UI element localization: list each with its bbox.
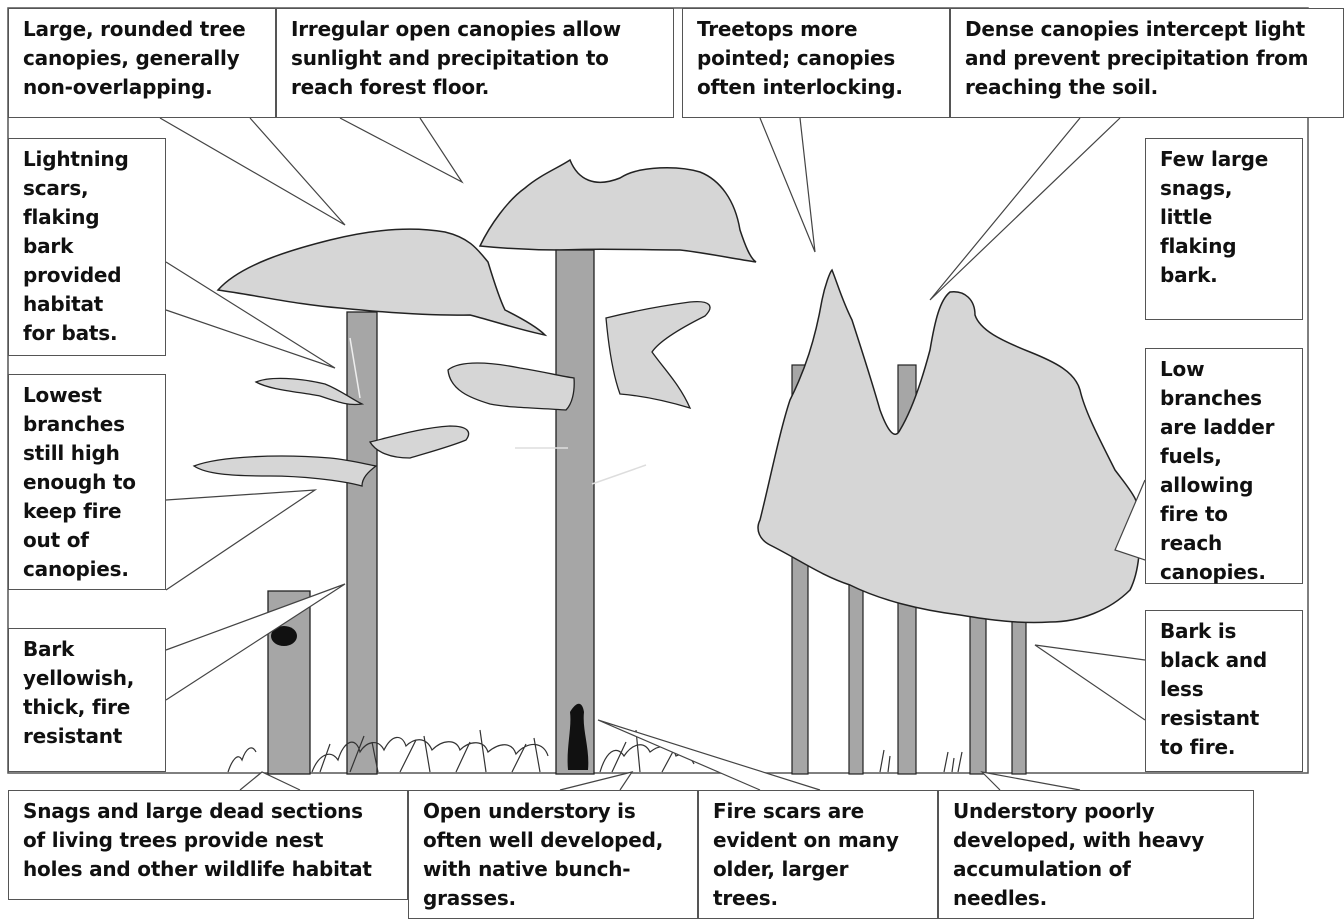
callout-pointers bbox=[159, 117, 1146, 791]
pointer-bottom-2 bbox=[559, 771, 634, 791]
trunk-middle-tree bbox=[555, 249, 595, 775]
label-dense-canopies: Dense canopies intercept light and preve… bbox=[950, 8, 1344, 118]
pointer-bottom-3 bbox=[597, 719, 821, 791]
label-irregular-open-canopies: Irregular open canopies allow sunlight a… bbox=[276, 8, 674, 118]
label-bark-yellowish: Bark yellowish, thick, fire resistant bbox=[8, 628, 166, 772]
lightning-scar bbox=[349, 337, 361, 399]
label-bark-black: Bark is black and less resistant to fire… bbox=[1145, 610, 1303, 772]
branch-left-1 bbox=[254, 377, 365, 406]
scar-line-2 bbox=[591, 464, 647, 485]
sparse-grass bbox=[879, 749, 963, 773]
label-lightning-scars: Lightning scars, flaking bark provided h… bbox=[8, 138, 166, 356]
canopy-dense bbox=[757, 268, 1141, 624]
label-lowest-branches: Lowest branches still high enough to kee… bbox=[8, 374, 166, 590]
label-pointed-treetops: Treetops more pointed; canopies often in… bbox=[682, 8, 950, 118]
open-forest-scene bbox=[192, 158, 757, 775]
pointer-right-2 bbox=[1114, 479, 1146, 561]
branch-left-3 bbox=[368, 425, 470, 459]
trunk-left-tree bbox=[346, 311, 378, 775]
branch-left-2 bbox=[192, 455, 378, 487]
branch-middle-2 bbox=[605, 300, 711, 410]
canopy-middle-tree bbox=[478, 158, 757, 263]
pointer-left-2 bbox=[165, 489, 318, 591]
pointer-top-2 bbox=[339, 117, 464, 184]
label-understory-poorly-developed: Understory poorly developed, with heavy … bbox=[938, 790, 1254, 919]
label-few-large-snags: Few large snags, little flaking bark. bbox=[1145, 138, 1303, 320]
pointer-top-3 bbox=[759, 117, 816, 253]
pointer-top-4 bbox=[929, 117, 1121, 301]
pointer-bottom-1 bbox=[239, 771, 301, 791]
pointer-top-1 bbox=[159, 117, 346, 226]
label-snags-dead-sections: Snags and large dead sections of living … bbox=[8, 790, 408, 900]
label-open-understory: Open understory is often well developed,… bbox=[408, 790, 698, 919]
pointer-left-3 bbox=[165, 583, 346, 701]
label-large-rounded-canopies: Large, rounded tree canopies, generally … bbox=[8, 8, 276, 118]
pointer-bottom-4 bbox=[980, 771, 1081, 791]
label-low-branches-ladder-fuels: Low branches are ladder fuels, allowing … bbox=[1145, 348, 1303, 584]
nest-hole bbox=[271, 626, 297, 646]
pointer-right-3 bbox=[1034, 644, 1146, 721]
trunk-dense-2 bbox=[848, 559, 864, 775]
branch-middle-1 bbox=[447, 362, 575, 411]
dense-forest-scene bbox=[757, 268, 1141, 775]
canopy-left-tree bbox=[216, 228, 548, 337]
bunch-grasses bbox=[227, 729, 695, 773]
fire-scar bbox=[567, 703, 589, 770]
label-fire-scars: Fire scars are evident on many older, la… bbox=[698, 790, 938, 919]
pointer-left-1 bbox=[165, 261, 336, 369]
